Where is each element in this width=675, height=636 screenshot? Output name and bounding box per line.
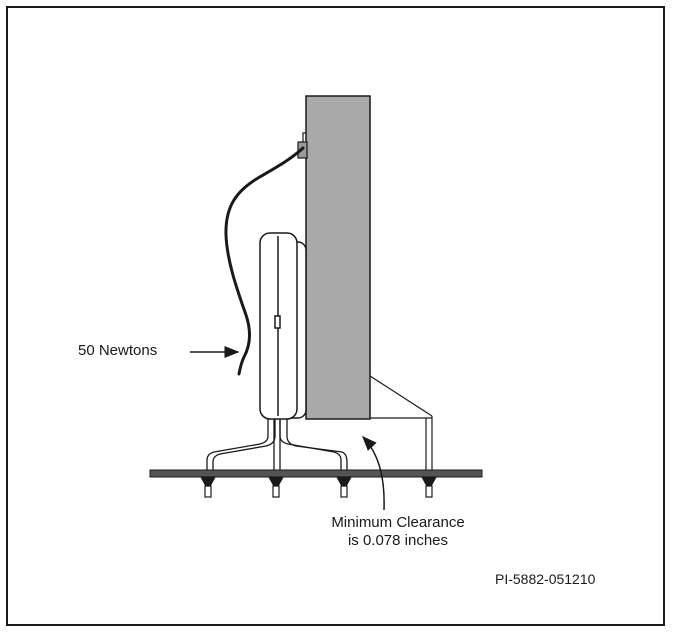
clearance-label-line2: is 0.078 inches [347,532,449,549]
force-label: 50 Newtons [78,342,158,359]
panel-support [369,375,433,470]
clearance-label: Minimum Clearance is 0.078 inches [298,514,498,550]
board-pins [199,476,438,498]
figure-frame [6,6,665,626]
component-body [259,232,307,420]
heat-sink-panel [305,95,371,420]
clearance-label-line1: Minimum Clearance [331,514,465,531]
clearance-arrow [361,435,385,511]
figure-id: PI-5882-051210 [495,571,596,587]
cable [224,146,305,376]
circuit-board [149,469,483,478]
component-leads [206,419,348,470]
